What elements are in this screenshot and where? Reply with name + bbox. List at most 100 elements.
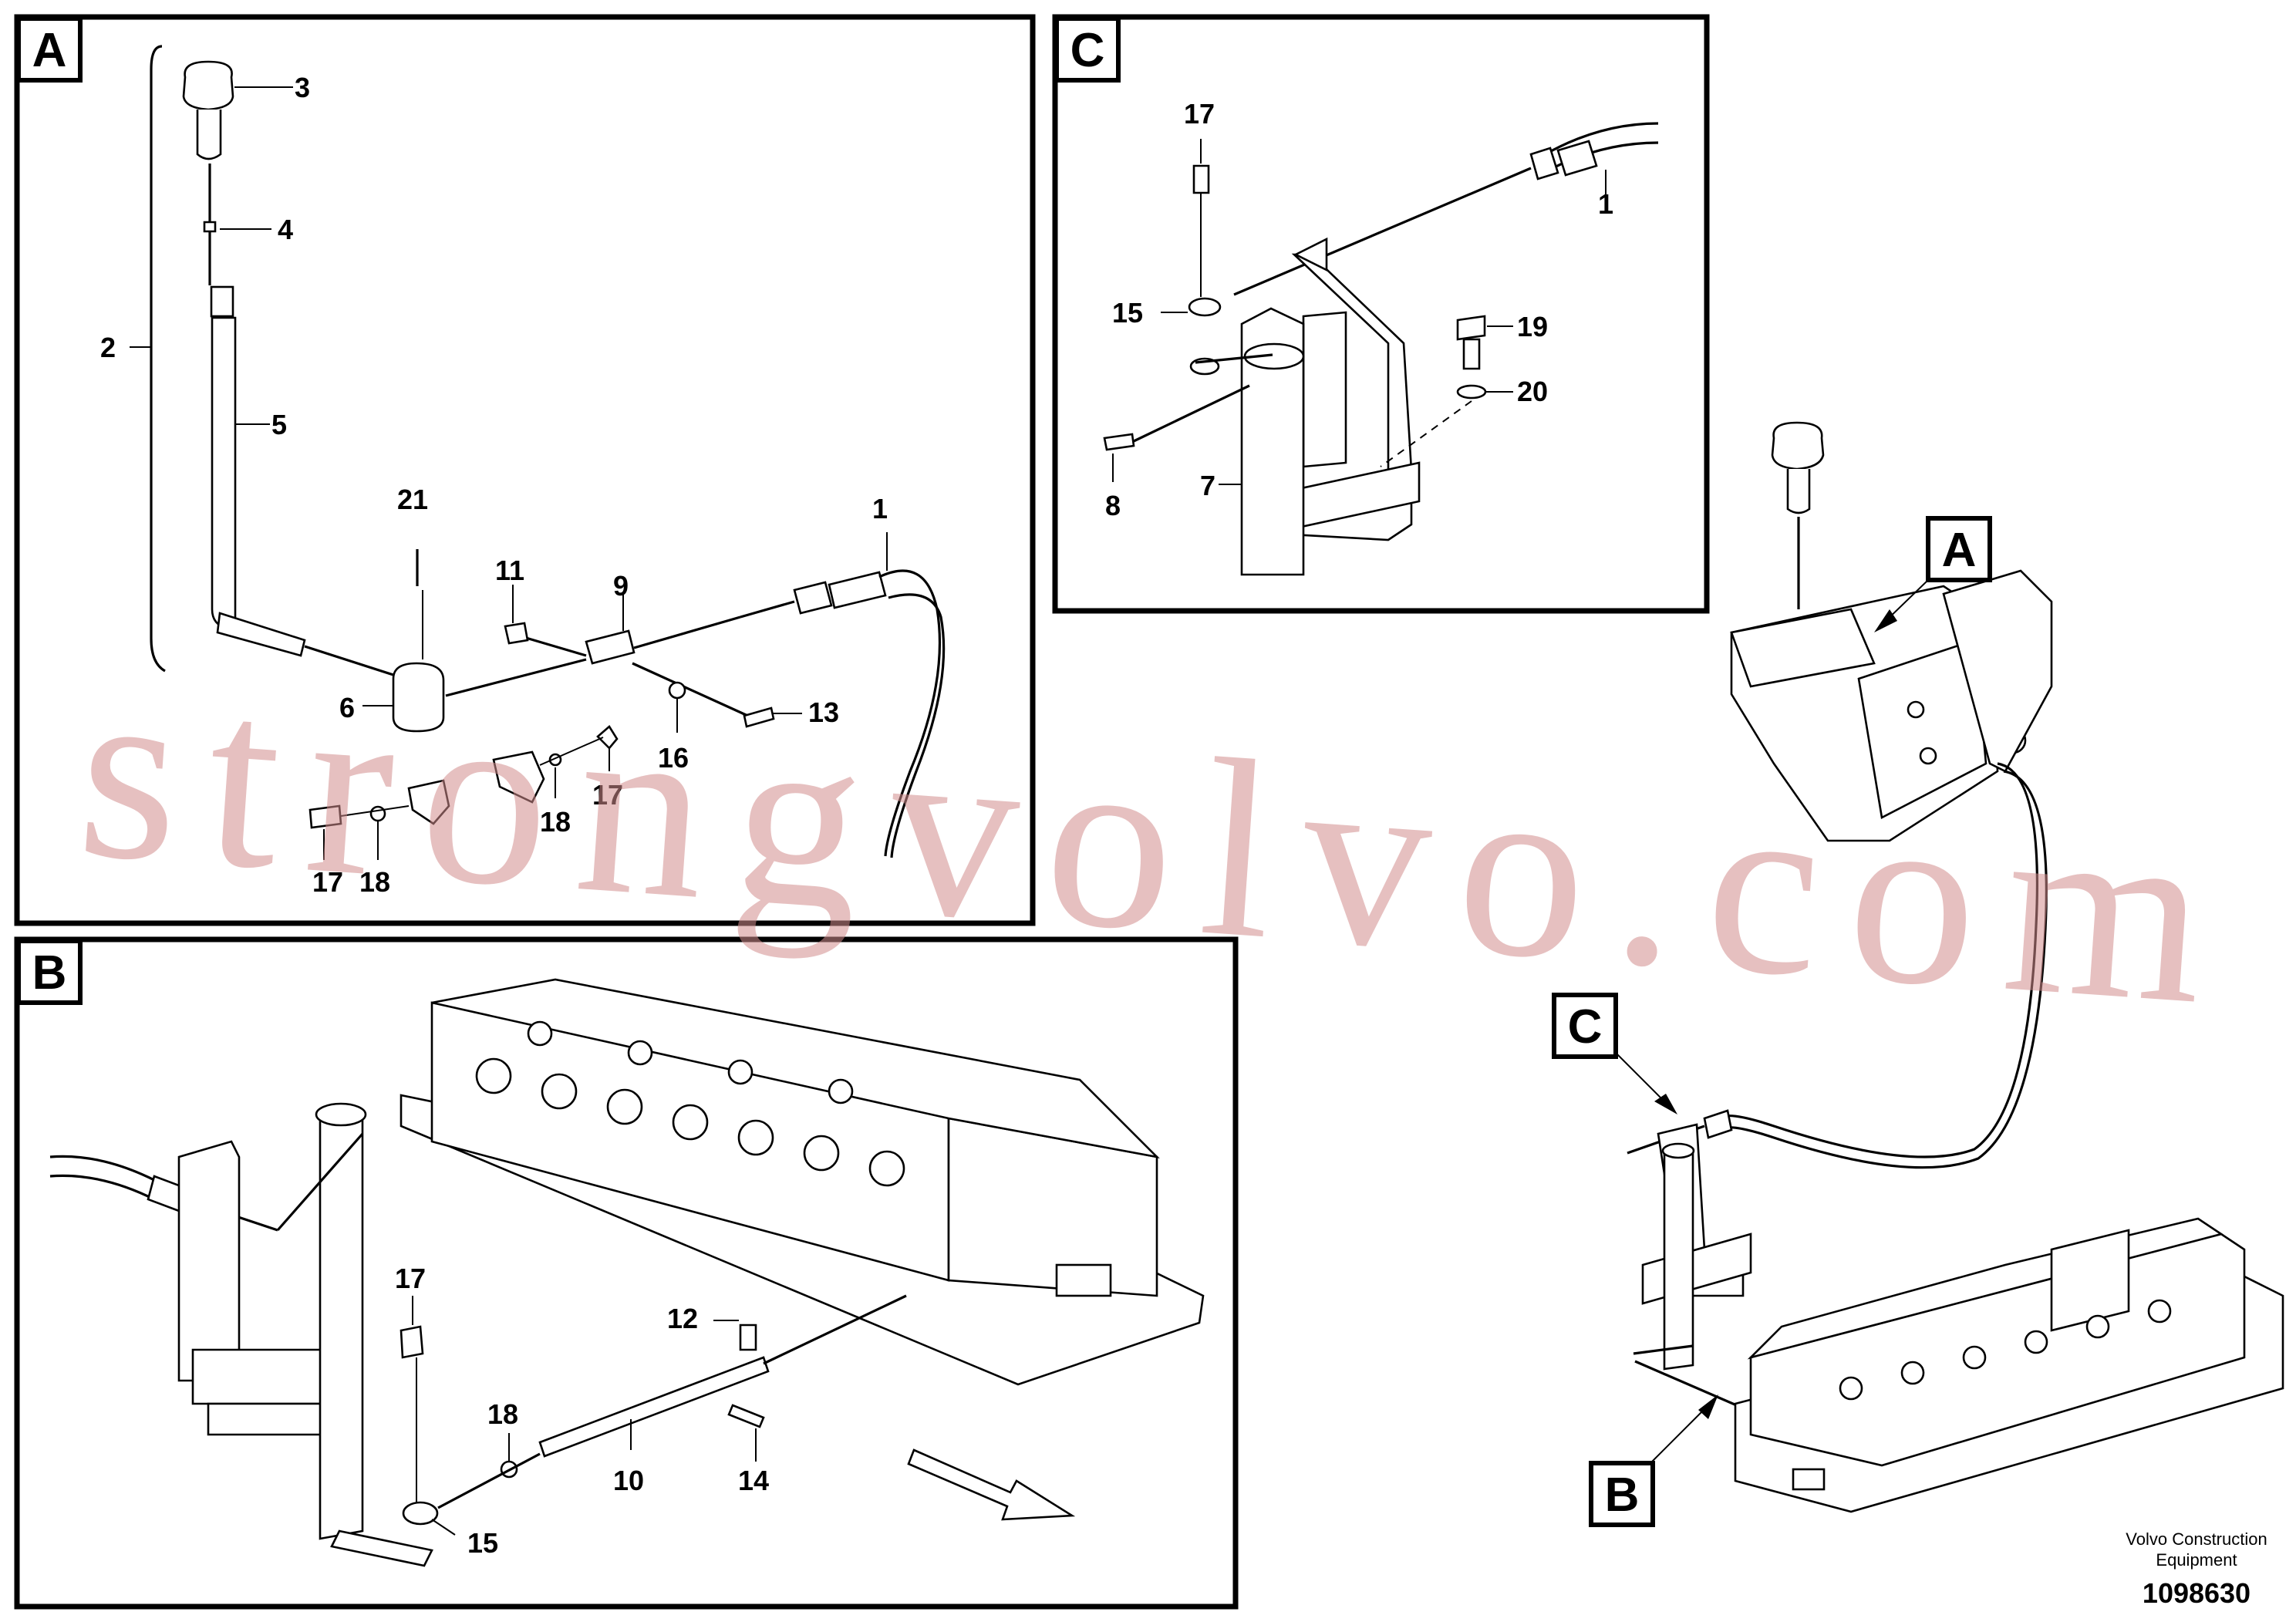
valve-port-7 <box>868 1150 905 1187</box>
footer-company-line1: Volvo Construction <box>2126 1529 2267 1549</box>
overview-lower-arm <box>1633 1344 1694 1355</box>
bracket-web <box>1302 311 1347 468</box>
clevis <box>392 662 445 733</box>
overview-nameplate <box>1792 1468 1826 1491</box>
part-num-a-17b: 17 <box>312 866 343 898</box>
lower-arm-b <box>330 1529 433 1567</box>
bracket-flange <box>1293 237 1328 272</box>
overview-knob <box>1771 421 1825 470</box>
bracket-plate-1 <box>492 750 545 804</box>
bolt-17a <box>596 725 619 750</box>
part-num-a-5: 5 <box>271 409 287 440</box>
rod-end-15b <box>402 1501 439 1526</box>
panel-c-label: C <box>1070 24 1105 77</box>
part-num-a-11: 11 <box>495 555 524 586</box>
control-cable <box>878 569 941 857</box>
panel-b-frame <box>14 936 1239 1610</box>
overview-port-5 <box>2085 1314 2110 1339</box>
part-num-a-16: 16 <box>658 742 689 774</box>
bracket-b-plate <box>191 1348 325 1405</box>
overview-knob-sleeve <box>1786 469 1811 514</box>
overview-rod-b <box>1634 1360 1752 1413</box>
overview-valve-block <box>2050 1229 2130 1332</box>
rod-link-b <box>437 1452 541 1509</box>
part-num-c-15: 15 <box>1112 297 1143 329</box>
panel-c: C 17 1 15 19 <box>1052 14 1710 614</box>
bolt-17b-line <box>340 805 410 817</box>
bolt-17b <box>308 804 342 829</box>
pin-12 <box>739 1324 757 1351</box>
snap-clip <box>203 221 217 233</box>
overview-callout-b: B <box>1605 1469 1640 1522</box>
overview-console-side <box>1857 639 1988 819</box>
rod-10-extension <box>763 1294 907 1365</box>
valve-cap-2 <box>627 1040 653 1066</box>
panel-c-frame <box>1052 14 1710 614</box>
panel-a: A <box>14 14 1036 926</box>
lever-rod <box>211 316 237 630</box>
overview-callout-b-box <box>1589 1461 1655 1527</box>
footer-company-line2: Equipment <box>2156 1550 2237 1570</box>
bolt-17a-line <box>539 737 604 766</box>
valve-cap-4 <box>828 1078 854 1104</box>
assembly-path <box>1380 400 1472 467</box>
valve-port-1 <box>475 1057 512 1094</box>
part-num-a-9: 9 <box>613 570 629 602</box>
part-num-b-10: 10 <box>613 1465 644 1496</box>
part-num-a-3: 3 <box>295 72 310 103</box>
valve-port-5 <box>737 1119 774 1156</box>
overview-port-3 <box>1962 1345 1987 1370</box>
overview-shaft <box>1663 1148 1694 1371</box>
overview-console-wing <box>1942 569 2053 773</box>
overview-port-4 <box>2024 1330 2048 1354</box>
split-pin-13 <box>743 706 775 728</box>
bolt-19 <box>1456 315 1486 341</box>
shaft-7 <box>1240 307 1305 576</box>
cable-sleeve <box>828 571 887 609</box>
pin-8 <box>1103 433 1135 451</box>
cable-rod <box>740 600 795 619</box>
overview-console-top <box>1730 608 1876 688</box>
part-num-b-17: 17 <box>395 1263 426 1294</box>
lever-knob <box>182 60 234 111</box>
overview-port-2 <box>1900 1361 1925 1385</box>
control-rod-c <box>1233 167 1532 296</box>
rod-10 <box>538 1356 770 1458</box>
bracket-b-base <box>207 1402 325 1436</box>
valve-port-4 <box>672 1104 709 1141</box>
cable-b <box>49 1155 155 1182</box>
overview-callout-c: C <box>1568 1000 1603 1054</box>
part-num-a-18b: 18 <box>359 866 390 898</box>
support-bracket <box>1248 253 1413 541</box>
overview-hole-1 <box>1907 700 1925 719</box>
part-num-b-15: 15 <box>467 1527 498 1559</box>
valve-cap-3 <box>727 1059 754 1085</box>
rod-end-9 <box>585 629 636 665</box>
part-num-a-2: 2 <box>100 332 116 363</box>
bracket-plate-2 <box>407 779 450 825</box>
overview-leader-c <box>1615 1052 1667 1104</box>
valve-top <box>431 978 1160 1159</box>
shaft-b-top <box>315 1102 367 1127</box>
lever-arm <box>216 612 306 657</box>
part-num-c-20: 20 <box>1517 376 1548 407</box>
rod-coupler <box>210 285 234 318</box>
overview-hole-2 <box>1919 747 1937 765</box>
overview-callout-a: A <box>1942 524 1977 577</box>
panel-b-label: B <box>32 946 67 1000</box>
crank-arm-b <box>276 1132 364 1232</box>
washer-20 <box>1456 384 1487 400</box>
panel-a-label-box <box>16 16 83 83</box>
footer-figure-number: 1098630 <box>2143 1577 2250 1609</box>
part-num-a-13: 13 <box>808 696 839 728</box>
pin-8-line <box>1133 384 1250 443</box>
part-num-c-19: 19 <box>1517 311 1548 342</box>
part-num-b-18: 18 <box>487 1398 518 1430</box>
part-num-a-6: 6 <box>339 692 355 723</box>
split-pin-line <box>632 662 760 723</box>
split-pin-14 <box>727 1404 765 1428</box>
control-cable-outer <box>888 593 946 858</box>
assembly-bracket <box>150 45 166 673</box>
part-num-a-4: 4 <box>278 214 293 245</box>
